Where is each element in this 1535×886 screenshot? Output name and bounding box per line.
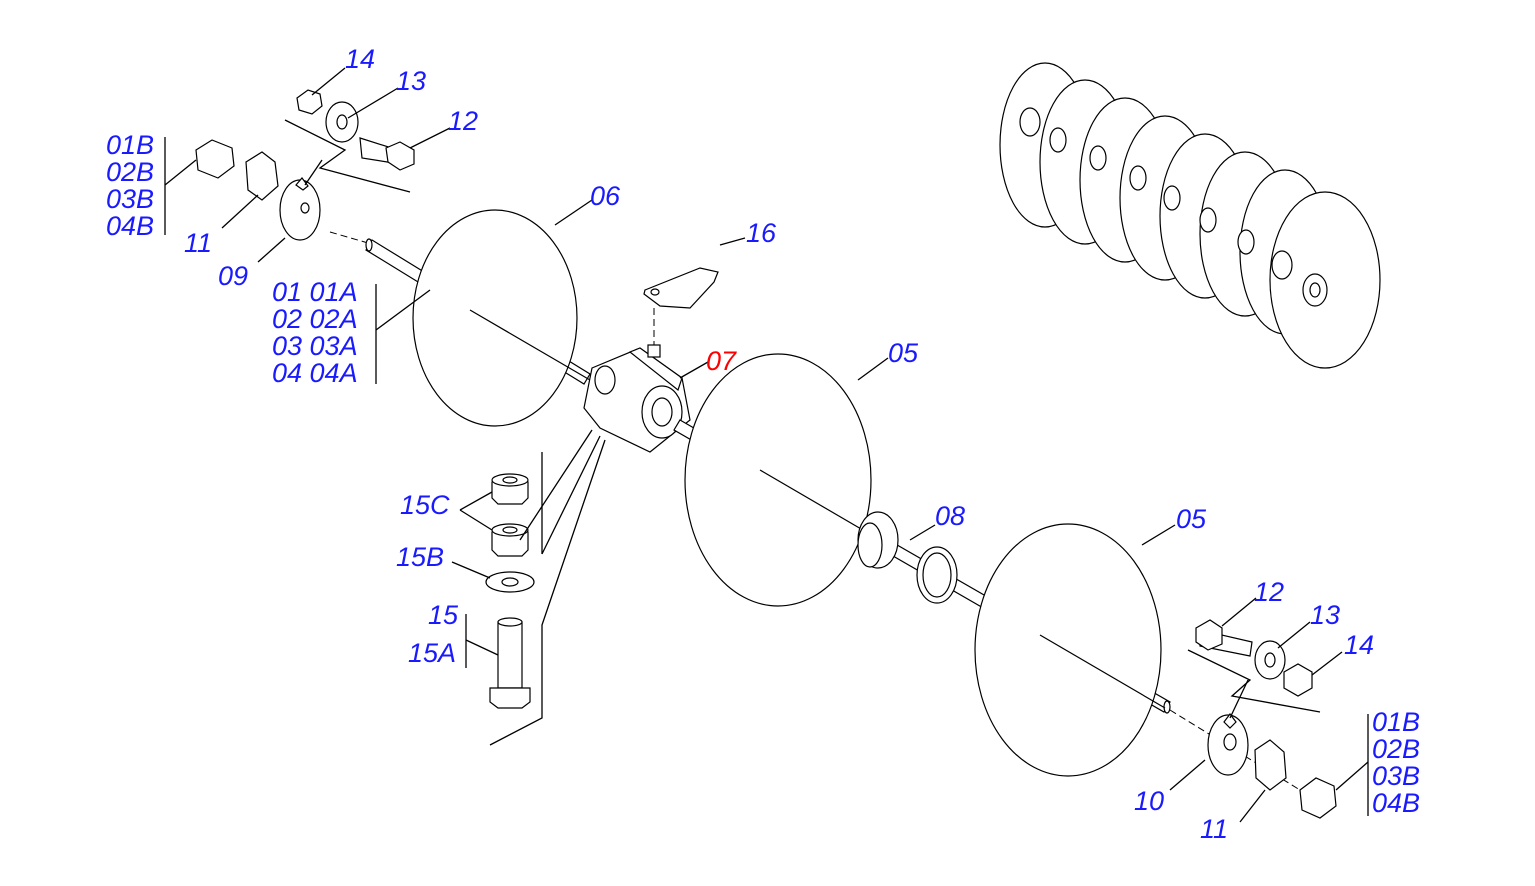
label-15: 15: [428, 600, 459, 630]
label-02-02a: 02 02A: [272, 304, 358, 334]
label-02b-lower: 02B: [1372, 734, 1420, 764]
label-02b-upper: 02B: [106, 157, 154, 187]
assembled-disc-gang: [999, 62, 1381, 369]
locking-plate-11-upper: [245, 151, 279, 201]
label-16: 16: [746, 218, 777, 248]
label-05-upper: 05: [888, 338, 919, 368]
label-14-upper: 14: [345, 44, 375, 74]
shaft-through-disc-05-lower: [1039, 634, 1166, 709]
label-13-lower: 13: [1310, 600, 1340, 630]
label-15c: 15C: [400, 490, 450, 520]
label-03-03a: 03 03A: [272, 331, 358, 361]
bearing-housing-07: [583, 344, 691, 453]
leader-lines: [164, 67, 1369, 823]
locking-plate-11-lower: [1254, 739, 1287, 791]
label-13-upper: 13: [396, 66, 426, 96]
label-12-lower: 12: [1254, 577, 1284, 607]
label-04b-lower: 04B: [1372, 788, 1420, 818]
nut-14-upper: [296, 89, 323, 115]
upper-left-hardware: [195, 89, 415, 241]
label-09: 09: [218, 261, 248, 291]
spacer-08: [857, 511, 958, 604]
disc-06: [412, 209, 578, 427]
label-12-upper: 12: [448, 106, 478, 136]
label-11-upper: 11: [184, 228, 212, 258]
label-11-lower: 11: [1200, 814, 1228, 844]
disc-05-lower: [974, 523, 1162, 777]
label-10: 10: [1134, 786, 1164, 816]
nut-14-lower: [1283, 663, 1313, 697]
label-01-01a: 01 01A: [272, 277, 358, 307]
fastener-stack-15: [485, 473, 535, 709]
nut-01b-upper: [195, 139, 235, 179]
label-06: 06: [590, 181, 621, 211]
label-15a: 15A: [408, 638, 456, 668]
label-07: 07: [706, 346, 737, 376]
label-04-04a: 04 04A: [272, 358, 358, 388]
pin-16: [643, 267, 719, 345]
label-05-lower: 05: [1176, 504, 1207, 534]
label-03b-lower: 03B: [1372, 761, 1420, 791]
callout-labels: 14 13 12 01B 02B 03B 04B 11 09 01 01A 02…: [106, 44, 1420, 844]
label-03b-upper: 03B: [106, 184, 154, 214]
label-14-lower: 14: [1344, 630, 1374, 660]
label-15b: 15B: [396, 542, 444, 572]
label-08: 08: [935, 501, 965, 531]
lower-right-hardware: [1195, 619, 1337, 819]
label-01b-upper: 01B: [106, 130, 154, 160]
bolt-15: [497, 621, 523, 689]
shaft-through-disc-06: [469, 309, 591, 381]
label-04b-upper: 04B: [106, 211, 154, 241]
label-01b-lower: 01B: [1372, 707, 1420, 737]
nut-01b-lower: [1299, 777, 1337, 819]
washer-09: [279, 179, 321, 241]
